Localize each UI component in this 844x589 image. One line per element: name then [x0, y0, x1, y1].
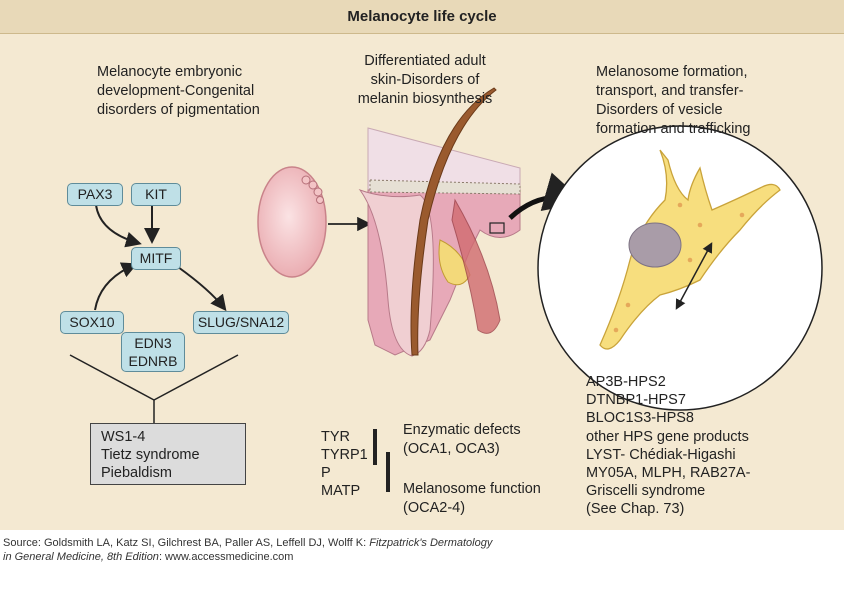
- gene-mitf: MITF: [131, 247, 181, 270]
- syndrome-item: WS1-4: [101, 429, 146, 445]
- trafficking-item: LYST- Chédiak-Higashi: [586, 446, 736, 463]
- trafficking-item: Griscelli syndrome: [586, 483, 706, 500]
- figure-title: Melanocyte life cycle: [347, 8, 497, 25]
- title-bar: [0, 0, 844, 34]
- source-book-title: Fitzpatrick's Dermatology: [369, 537, 493, 549]
- trafficking-item: BLOC1S3-HPS8: [586, 410, 694, 427]
- source-book-edition: in General Medicine, 8th Edition: [3, 551, 159, 563]
- melanocyte-zoom-circle: [537, 125, 823, 411]
- diagram-drawing: [69, 87, 823, 492]
- right-caption-line: formation and trafficking: [596, 121, 751, 137]
- embryonic-cell: [257, 166, 327, 278]
- source-citation: Source: Goldsmith LA, Katz SI, Gilchrest…: [3, 536, 492, 564]
- syndrome-box: WS1-4 Tietz syndrome Piebaldism: [90, 423, 246, 485]
- enzyme-gene: MATP: [321, 483, 361, 499]
- enzyme-bars: [373, 429, 390, 492]
- trafficking-item: (See Chap. 73): [586, 501, 685, 518]
- melanosome-line: (OCA2-4): [403, 500, 466, 516]
- figure-panel: Melanocyte life cycle: [0, 0, 844, 530]
- pathway-arrows: [94, 204, 227, 312]
- melanosome-function-label: Melanosome function (OCA2-4): [403, 480, 541, 518]
- source-prefix: Source: Goldsmith LA, Katz SI, Gilchrest…: [3, 537, 370, 549]
- convergence-lines: [69, 354, 239, 423]
- left-caption-line: development-Congenital: [97, 83, 255, 99]
- left-caption-line: Melanocyte embryonic: [97, 64, 243, 80]
- enzyme-gene: P: [321, 465, 331, 481]
- gene-edn3: EDN3: [134, 335, 172, 351]
- gene-sox10: SOX10: [60, 311, 124, 334]
- left-caption: Melanocyte embryonic development-Congeni…: [97, 63, 260, 120]
- left-caption-line: disorders of pigmentation: [97, 102, 260, 118]
- trafficking-gene-list: AP3B-HPS2 DTNBP1-HPS7 BLOC1S3-HPS8 other…: [586, 373, 750, 519]
- right-caption-line: Melanosome formation,: [596, 64, 748, 80]
- middle-caption: Differentiated adult skin-Disorders of m…: [340, 52, 510, 109]
- trafficking-item: MY05A, MLPH, RAB27A-: [586, 465, 751, 482]
- trafficking-item: AP3B-HPS2: [586, 374, 666, 390]
- syndrome-item: Tietz syndrome: [101, 447, 200, 463]
- enzyme-gene-list: TYR TYRP1 P MATP: [321, 428, 368, 500]
- middle-caption-line: melanin biosynthesis: [357, 91, 493, 107]
- trafficking-item: DTNBP1-HPS7: [586, 392, 686, 409]
- gene-ednrb: EDNRB: [128, 353, 178, 369]
- gene-edn3-ednrb: EDN3 EDNRB: [121, 332, 185, 372]
- source-url: : www.accessmedicine.com: [158, 551, 294, 563]
- enzyme-gene: TYR: [321, 429, 350, 445]
- right-caption-line: Disorders of vesicle: [596, 102, 723, 118]
- gene-pax3: PAX3: [67, 183, 123, 206]
- right-caption: Melanosome formation, transport, and tra…: [596, 63, 750, 139]
- gene-kit: KIT: [131, 183, 181, 206]
- trafficking-item: other HPS gene products: [586, 428, 749, 445]
- enzymatic-line: Enzymatic defects: [403, 422, 521, 438]
- melanosome-line: Melanosome function: [403, 481, 541, 497]
- middle-caption-line: Differentiated adult: [364, 53, 486, 69]
- gene-slug: SLUG/SNA12: [193, 311, 289, 334]
- middle-caption-line: skin-Disorders of: [370, 72, 480, 88]
- enzymatic-line: (OCA1, OCA3): [403, 441, 500, 457]
- syndrome-item: Piebaldism: [101, 465, 172, 481]
- right-caption-line: transport, and transfer-: [596, 83, 744, 99]
- enzymatic-defects-label: Enzymatic defects (OCA1, OCA3): [403, 421, 521, 459]
- skin-section: [358, 87, 521, 357]
- enzyme-gene: TYRP1: [321, 447, 368, 463]
